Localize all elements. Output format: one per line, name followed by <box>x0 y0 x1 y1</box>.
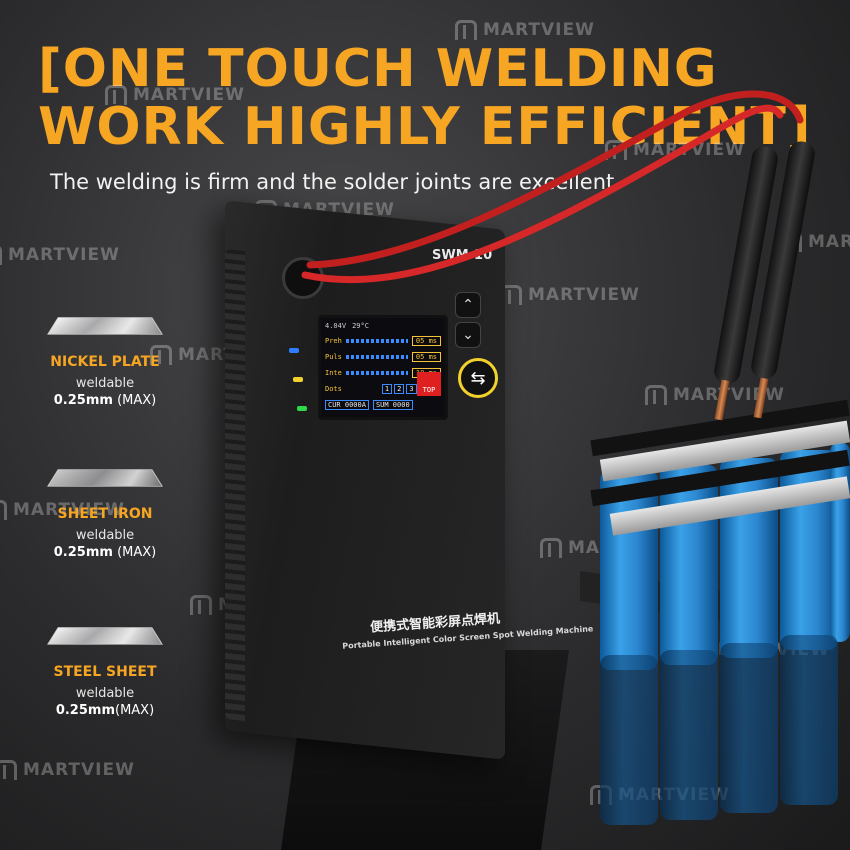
subheadline: The welding is firm and the solder joint… <box>50 170 615 194</box>
screen-temperature: 29°C <box>352 322 369 330</box>
yellow-indicator-led <box>293 377 303 382</box>
material-spec: 0.25mm(MAX) <box>55 703 155 718</box>
watermark: MARTVIEW <box>0 760 135 780</box>
screen-top-indicator: TOP <box>417 372 441 396</box>
martview-logo-icon <box>540 538 562 558</box>
material-steel-sheet: STEEL SHEET weldable 0.25mm(MAX) <box>40 620 170 718</box>
watermark: MARTVIEW <box>105 85 245 105</box>
sum-counter: SUM 0000 <box>372 400 413 410</box>
device-screen: 4.04V 29°C Preh 05 ms Puls 05 ms Inte 10… <box>318 315 448 420</box>
material-name: NICKEL PLATE <box>50 354 160 370</box>
martview-logo-icon <box>0 500 7 520</box>
watermark: MARTVIEW <box>455 20 595 40</box>
headline-line-1: [ONE TOUCH WELDING <box>38 39 718 99</box>
battery-reflection <box>720 643 778 813</box>
cable-left <box>301 104 784 284</box>
down-button[interactable]: ⌄ <box>455 322 481 348</box>
material-label: weldable <box>75 686 135 701</box>
chevron-up-icon: ⌃ <box>462 297 474 313</box>
battery-reflection <box>600 655 658 825</box>
up-button[interactable]: ⌃ <box>455 292 481 318</box>
swap-arrows-icon: ⇆ <box>470 367 486 389</box>
screen-row-puls: Puls 05 ms <box>325 352 441 362</box>
chevron-down-icon: ⌄ <box>462 327 474 343</box>
screen-voltage: 4.04V <box>325 322 347 330</box>
material-name: STEEL SHEET <box>53 664 157 680</box>
martview-logo-icon <box>645 385 667 405</box>
battery-reflection <box>780 635 838 805</box>
martview-logo-icon <box>0 760 17 780</box>
headline-open-bracket: [ <box>38 39 63 99</box>
material-spec: 0.25mm (MAX) <box>53 545 157 560</box>
martview-logo-icon <box>455 20 477 40</box>
puls-level-bar <box>345 355 408 359</box>
martview-logo-icon <box>150 345 172 365</box>
green-indicator-led <box>297 406 307 411</box>
headline: [ONE TOUCH WELDING WORK HIGHLY EFFICIENT… <box>38 40 812 156</box>
switch-button[interactable]: ⇆ <box>458 358 498 398</box>
screen-row-preh: Preh 05 ms <box>325 336 441 346</box>
screen-counters: CUR 0000A SUM 0000 <box>325 400 441 410</box>
blue-indicator-led <box>289 348 299 353</box>
material-nickel-plate: NICKEL PLATE weldable 0.25mm (MAX) <box>40 310 170 408</box>
watermark: MARTVIEW <box>0 245 120 265</box>
material-label: weldable <box>75 376 135 391</box>
current-counter: CUR 0000A <box>325 400 369 410</box>
watermark: MARTVIEW <box>0 500 125 520</box>
cable-right <box>306 90 804 269</box>
material-name: SHEET IRON <box>57 506 153 522</box>
inte-level-bar <box>345 371 408 375</box>
material-spec: 0.25mm (MAX) <box>53 393 157 408</box>
battery-reflection <box>660 650 718 820</box>
material-label: weldable <box>75 528 135 543</box>
material-sheet-iron: SHEET IRON weldable 0.25mm (MAX) <box>40 462 170 560</box>
screen-status-bar: 4.04V 29°C <box>325 322 441 330</box>
martview-logo-icon <box>190 595 212 615</box>
preh-level-bar <box>345 339 408 343</box>
martview-logo-icon <box>105 85 127 105</box>
